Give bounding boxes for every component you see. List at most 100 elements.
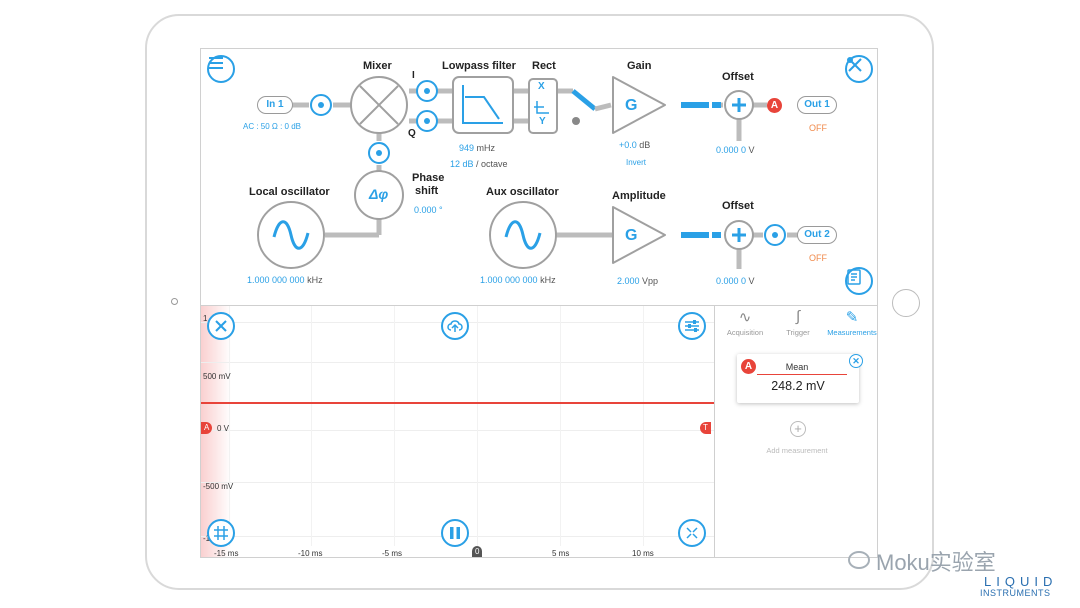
lowpass-title: Lowpass filter bbox=[442, 60, 516, 72]
amplitude-title: Amplitude bbox=[612, 190, 666, 202]
offset-2-title: Offset bbox=[722, 200, 754, 212]
output-1-state[interactable]: OFF bbox=[809, 123, 827, 133]
close-icon bbox=[215, 320, 227, 332]
trigger-time-marker[interactable]: 0 bbox=[472, 546, 483, 557]
gridline bbox=[201, 430, 714, 431]
notepad-icon bbox=[847, 269, 861, 285]
tools-button[interactable] bbox=[845, 55, 873, 83]
side-divider bbox=[714, 306, 715, 557]
watermark-text: Moku实验室 bbox=[876, 550, 996, 575]
cloud-upload-icon bbox=[447, 320, 463, 332]
channel-a-trace bbox=[201, 402, 714, 404]
expand-icon bbox=[686, 527, 698, 539]
x-tick-label: 5 ms bbox=[552, 549, 570, 558]
logo-text-liquid: LIQUID bbox=[984, 574, 1058, 589]
gridline bbox=[311, 306, 312, 546]
mixer-q-label: Q bbox=[408, 128, 416, 139]
sine-icon: ∿ bbox=[738, 309, 752, 326]
home-button[interactable] bbox=[892, 289, 920, 317]
offset-1-value[interactable]: 0.000 0 V bbox=[716, 145, 755, 155]
phase-shift-title-2: shift bbox=[415, 185, 439, 197]
rect-title: Rect bbox=[532, 60, 556, 72]
channel-a-badge: A bbox=[767, 98, 782, 113]
tab-trigger-label: Trigger bbox=[786, 328, 810, 337]
y-tick-label-zero: 0 V bbox=[217, 424, 230, 433]
output-1-pill[interactable]: Out 1 bbox=[797, 96, 837, 114]
ruler-icon: ✎ bbox=[845, 309, 859, 326]
output-2-pill[interactable]: Out 2 bbox=[797, 226, 837, 244]
sliders-icon bbox=[685, 320, 699, 332]
pause-icon bbox=[450, 527, 460, 539]
tab-measurements[interactable]: ✎ Measurements bbox=[823, 308, 877, 337]
gridline bbox=[201, 482, 714, 483]
x-tick-label: 10 ms bbox=[632, 549, 654, 558]
local-oscillator-frequency[interactable]: 1.000 000 000 kHz bbox=[247, 275, 323, 285]
side-panel: ∿ Acquisition ∫ Trigger ✎ Measurements A… bbox=[715, 306, 877, 557]
add-measurement-icon[interactable]: + bbox=[790, 421, 806, 437]
rect-x[interactable]: X bbox=[538, 81, 545, 92]
panel-divider bbox=[201, 305, 877, 306]
gridline bbox=[643, 306, 644, 546]
settings-sliders-button[interactable] bbox=[678, 312, 706, 340]
diagram-wires bbox=[257, 76, 799, 269]
tab-measurements-label: Measurements bbox=[827, 328, 877, 337]
offset-1-title: Offset bbox=[722, 71, 754, 83]
channel-a-offset-marker[interactable]: A bbox=[201, 422, 213, 434]
output-2-state[interactable]: OFF bbox=[809, 253, 827, 263]
phase-shift-value[interactable]: 0.000 ° bbox=[414, 205, 443, 215]
gridline bbox=[477, 306, 478, 546]
pause-button[interactable] bbox=[441, 519, 469, 547]
gain-block[interactable]: G bbox=[625, 97, 638, 114]
y-tick-label: 1 bbox=[203, 314, 208, 323]
tab-acquisition-label: Acquisition bbox=[726, 328, 764, 337]
add-measurement-label[interactable]: Add measurement bbox=[766, 446, 828, 455]
lowpass-slope[interactable]: 12 dB / octave bbox=[450, 159, 508, 169]
oscilloscope-plot[interactable]: 1 500 mV -500 mV -1 A 0 V T -15 ms -10 m… bbox=[201, 306, 714, 558]
remove-measurement-button[interactable]: ✕ bbox=[849, 354, 863, 368]
amplitude-value[interactable]: 2.000 Vpp bbox=[617, 276, 659, 286]
gain-value[interactable]: +0.0 dB bbox=[619, 140, 651, 150]
phase-shift-block[interactable]: Δφ bbox=[369, 186, 389, 202]
input-1-pill[interactable]: In 1 bbox=[257, 96, 293, 114]
trigger-level-marker[interactable]: T bbox=[700, 422, 711, 434]
y-tick-label: -1 bbox=[203, 534, 211, 543]
gridline bbox=[560, 306, 561, 546]
input-1-coupling[interactable]: AC : 50 Ω : 0 dB bbox=[243, 122, 302, 131]
menu-button[interactable] bbox=[207, 55, 235, 83]
close-icon: ✕ bbox=[852, 355, 860, 366]
upload-button[interactable] bbox=[441, 312, 469, 340]
camera-dot bbox=[171, 298, 178, 305]
y-tick-label: -500 mV bbox=[203, 482, 234, 491]
fullscreen-button[interactable] bbox=[678, 519, 706, 547]
amplitude-block[interactable]: G bbox=[625, 227, 638, 244]
app-screen: In 1 AC : 50 Ω : 0 dB Mixer I Q Lowpass … bbox=[200, 48, 878, 558]
lowpass-frequency[interactable]: 949 mHz bbox=[459, 143, 496, 153]
gain-invert[interactable]: Invert bbox=[626, 158, 647, 167]
edge-icon: ∫ bbox=[795, 308, 801, 325]
measurement-card[interactable]: A Mean 248.2 mV bbox=[737, 354, 859, 403]
aux-oscillator-frequency[interactable]: 1.000 000 000 kHz bbox=[480, 275, 556, 285]
grid-icon bbox=[214, 526, 228, 540]
wrench-screwdriver-icon bbox=[847, 57, 862, 72]
x-tick-label: -5 ms bbox=[382, 549, 402, 558]
y-tick-label: 500 mV bbox=[203, 372, 231, 381]
gridline bbox=[201, 362, 714, 363]
offset-2-value[interactable]: 0.000 0 V bbox=[716, 276, 755, 286]
gridline bbox=[394, 306, 395, 546]
x-tick-label: -10 ms bbox=[298, 549, 323, 558]
grid-toggle-button[interactable] bbox=[207, 519, 235, 547]
notes-button[interactable] bbox=[845, 267, 873, 295]
tab-acquisition[interactable]: ∿ Acquisition bbox=[715, 308, 775, 337]
wechat-icon bbox=[848, 551, 870, 569]
measurement-value: 248.2 mV bbox=[771, 379, 825, 393]
measurement-channel-badge: A bbox=[741, 359, 756, 374]
close-scope-button[interactable] bbox=[207, 312, 235, 340]
rect-y[interactable]: Y bbox=[539, 116, 546, 127]
hamburger-icon bbox=[209, 57, 223, 69]
block-diagram: In 1 AC : 50 Ω : 0 dB Mixer I Q Lowpass … bbox=[201, 49, 877, 305]
measurement-rule bbox=[757, 374, 847, 375]
gain-title: Gain bbox=[627, 60, 652, 72]
mixer-title: Mixer bbox=[363, 60, 392, 72]
tab-trigger[interactable]: ∫ Trigger bbox=[768, 308, 828, 337]
phase-shift-title-1: Phase bbox=[412, 172, 445, 184]
